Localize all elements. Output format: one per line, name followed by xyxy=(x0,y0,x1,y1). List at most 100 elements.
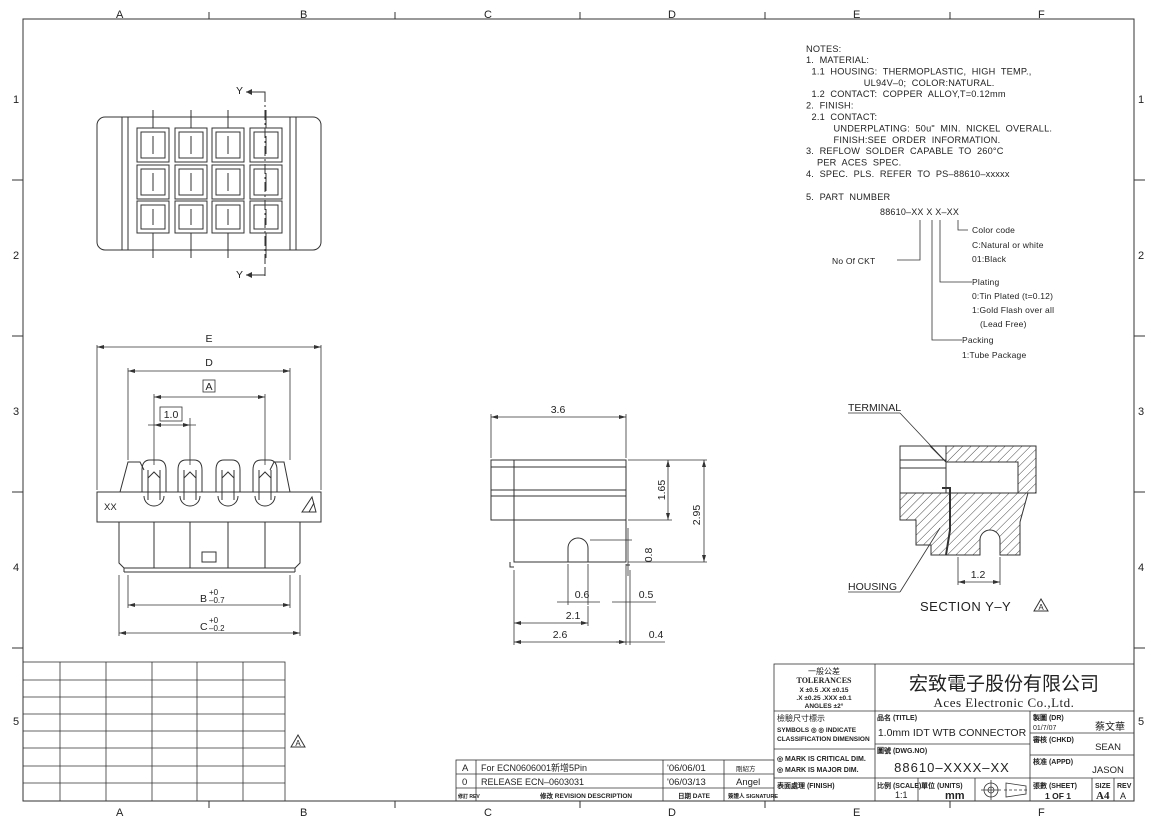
contact-tip xyxy=(179,495,201,507)
dim-c-tol-minus: –0.2 xyxy=(209,624,225,633)
zone-left-1: 1 xyxy=(13,94,19,106)
section-marker-bottom: Y xyxy=(236,268,266,281)
projection-symbol-icon xyxy=(981,780,1028,800)
zone-ticks xyxy=(12,12,1145,808)
no-of-ckt: No Of CKT xyxy=(832,256,875,266)
svg-text:◎ MARK IS MAJOR DIM.: ◎ MARK IS MAJOR DIM. xyxy=(777,767,859,774)
contact-cell-inner xyxy=(215,204,241,230)
zone-right-2: 2 xyxy=(1138,250,1144,262)
top-view xyxy=(96,92,322,276)
packing-title: Packing xyxy=(962,335,994,345)
dr-name: 蔡文華 xyxy=(1095,720,1125,733)
svg-text:A: A xyxy=(1038,603,1044,612)
contact-cell-inner xyxy=(178,131,204,159)
contact-cell xyxy=(249,164,283,200)
dim-b-tol-minus: –0.7 xyxy=(209,596,225,605)
zone-bottom-e: E xyxy=(853,807,860,819)
note-line: 1.2 CONTACT: COPPER ALLOY,T=0.12mm xyxy=(806,89,1006,99)
dr-date: 01/7/07 xyxy=(1033,725,1056,732)
svg-text:A: A xyxy=(295,739,301,748)
chkd-name: SEAN xyxy=(1095,742,1121,753)
color-code-1: C:Natural or white xyxy=(972,240,1044,250)
svg-text:SYMBOLS ◎ ◎ INDICATE: SYMBOLS ◎ ◎ INDICATE xyxy=(777,727,857,734)
zone-top-a: A xyxy=(116,9,124,21)
size-value: A4 xyxy=(1096,790,1110,802)
contact-cell-inner xyxy=(253,131,279,159)
appd-label: 核准 (APPD) xyxy=(1033,757,1073,766)
contact-tip xyxy=(143,495,165,507)
svg-text:TOLERANCES: TOLERANCES xyxy=(797,676,853,685)
rev-row-1-rev: A xyxy=(462,763,469,774)
dim-b-tol-plus: +0 xyxy=(209,588,219,597)
contact-cell-inner xyxy=(215,168,241,196)
tolerances: 一般公差 TOLERANCES X ±0.5 .XX ±0.15 .X ±0.2… xyxy=(776,666,870,790)
zone-top-c: C xyxy=(484,9,492,21)
scale-label: 比例 (SCALE) xyxy=(877,781,921,790)
rev-triangle-section: A xyxy=(1033,598,1049,612)
size-label: SIZE xyxy=(1095,783,1111,790)
svg-text:修訂 REV: 修訂 REV xyxy=(457,793,480,800)
note-line: UNDERPLATING: 50u" MIN. NICKEL OVERALL. xyxy=(806,123,1052,133)
svg-text:修改 REVISION DESCRIPTION: 修改 REVISION DESCRIPTION xyxy=(539,791,632,800)
dim-pitch: 1.0 xyxy=(164,409,179,421)
dim-c: C xyxy=(200,621,208,633)
part-number-leaders xyxy=(897,220,972,341)
dim-1-65: 1.65 xyxy=(656,480,668,501)
svg-text:Y: Y xyxy=(236,85,243,97)
revision-rows: A For ECN0606001新增5Pin '06/06/01 剛紹方 0 R… xyxy=(462,762,760,788)
note-line: 2. FINISH: xyxy=(806,101,854,111)
contact-cell-inner xyxy=(140,131,166,159)
dim-2-95: 2.95 xyxy=(691,505,703,526)
rev-label: REV xyxy=(1117,783,1132,790)
zone-top-f: F xyxy=(1038,9,1045,21)
color-code-2: 01:Black xyxy=(972,254,1007,264)
note-line: PER ACES SPEC. xyxy=(806,158,901,168)
side-view xyxy=(490,459,630,568)
company-name-en: Aces Electronic Co.,Ltd. xyxy=(934,695,1075,710)
dim-d: D xyxy=(205,357,213,369)
rev-row-2-date: '06/03/13 xyxy=(667,777,706,788)
dim-1-2: 1.2 xyxy=(971,569,986,581)
front-dimensions xyxy=(96,345,322,636)
contact-cell-inner xyxy=(140,204,166,230)
rev-row-1-desc: For ECN0606001新增5Pin xyxy=(481,762,587,773)
section-view xyxy=(899,445,1037,556)
rev-row-2-desc: RELEASE ECN–0603031 xyxy=(481,777,584,787)
label-terminal: TERMINAL xyxy=(848,402,901,414)
zone-bottom-c: C xyxy=(484,807,492,819)
svg-text:.X ±0.25 .XXX ±0.1: .X ±0.25 .XXX ±0.1 xyxy=(796,695,852,702)
dim-0-4: 0.4 xyxy=(649,629,664,641)
contact-cell-inner xyxy=(253,204,279,230)
chkd-label: 審核 (CHKD) xyxy=(1032,735,1074,744)
svg-text:X ±0.5 .XX ±0.15: X ±0.5 .XX ±0.15 xyxy=(799,687,848,694)
contact-cell xyxy=(211,164,245,200)
section-dimension-arrows xyxy=(958,580,1000,584)
rev-row-1-sign: 剛紹方 xyxy=(736,764,756,773)
rev-row-1-date: '06/06/01 xyxy=(667,763,706,774)
zone-right-5: 5 xyxy=(1138,716,1144,728)
note-line: 5. PART NUMBER xyxy=(806,192,891,202)
part-number-format: 88610–XX X X–XX xyxy=(880,207,959,217)
dim-0-6: 0.6 xyxy=(575,589,590,601)
zone-left-5: 5 xyxy=(13,716,19,728)
dim-2-6: 2.6 xyxy=(553,629,568,641)
color-code-title: Color code xyxy=(972,225,1015,235)
contact-fork xyxy=(258,470,272,500)
zone-right-4: 4 xyxy=(1138,562,1144,574)
dim-0-5: 0.5 xyxy=(639,589,654,601)
contact-fork xyxy=(183,470,197,500)
title-block xyxy=(773,663,1135,802)
scale-value: 1:1 xyxy=(895,790,908,800)
dim-e: E xyxy=(205,333,212,345)
note-line: 2.1 CONTACT: xyxy=(806,112,877,122)
appd-name: JASON xyxy=(1092,765,1124,776)
zone-left-4: 4 xyxy=(13,562,19,574)
zone-right-1: 1 xyxy=(1138,94,1144,106)
svg-text:日期 DATE: 日期 DATE xyxy=(678,791,711,800)
plating-2: 1:Gold Flash over all xyxy=(972,305,1054,315)
svg-text:CLASSIFICATION DIMENSION: CLASSIFICATION DIMENSION xyxy=(777,736,870,743)
contact-cell-inner xyxy=(178,168,204,196)
svg-text:◎ MARK IS CRITICAL DIM.: ◎ MARK IS CRITICAL DIM. xyxy=(777,756,866,763)
dr-label: 製圖 (DR) xyxy=(1032,713,1064,722)
